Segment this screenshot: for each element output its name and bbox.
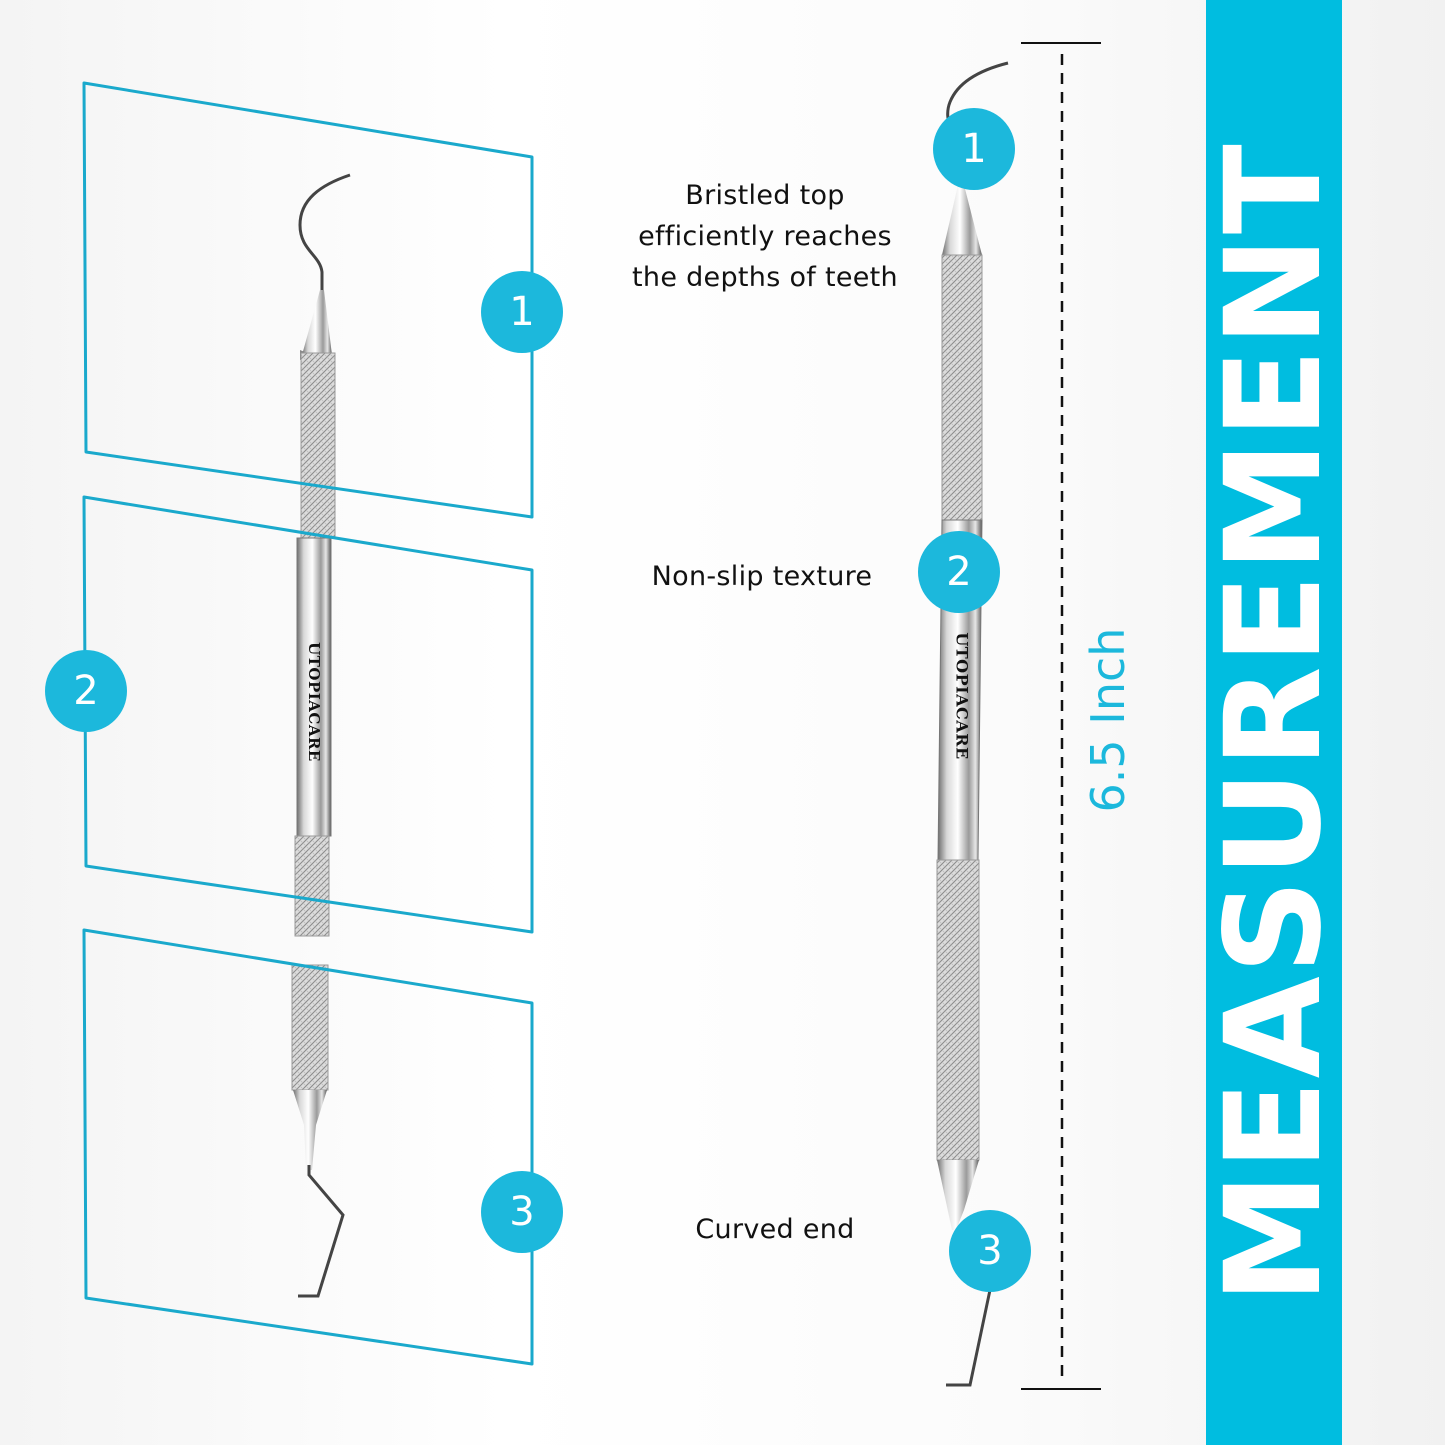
dimension-line — [1021, 42, 1101, 1390]
main-tool — [936, 61, 1009, 1387]
callout-1-line-2: efficiently reaches — [638, 221, 892, 252]
callout-3-line-1: Curved end — [695, 1214, 855, 1245]
callout-1-text: Bristled top efficiently reaches the dep… — [590, 175, 940, 298]
callout-1-line-3: the depths of teeth — [632, 262, 898, 293]
panel-2-number-badge: 2 — [45, 650, 127, 732]
brand-imprint-main: UTOPIACARE — [952, 632, 972, 760]
side-banner-text: MEASUREMENT — [1197, 141, 1351, 1304]
detail-panel-1 — [82, 81, 534, 519]
brand-imprint-detail: UTOPIACARE — [305, 642, 323, 762]
panel-1-number-badge: 1 — [481, 271, 563, 353]
measurement-label: 6.5 Inch — [1081, 627, 1135, 813]
panel-3-number-badge: 3 — [481, 1171, 563, 1253]
detail-panel-3 — [82, 928, 534, 1366]
callout-2-line-1: Non-slip texture — [651, 561, 873, 592]
callout-1-line-1: Bristled top — [685, 180, 845, 211]
detail-panel-2 — [82, 495, 534, 934]
callout-2-text: Non-slip texture — [612, 556, 912, 597]
callout-3-number-badge: 3 — [949, 1210, 1031, 1292]
detail-tool — [291, 173, 351, 1298]
side-banner: MEASUREMENT — [1197, 0, 1351, 1445]
callout-3-text: Curved end — [650, 1209, 900, 1250]
callout-1-number-badge: 1 — [933, 108, 1015, 190]
callout-2-number-badge: 2 — [918, 531, 1000, 613]
